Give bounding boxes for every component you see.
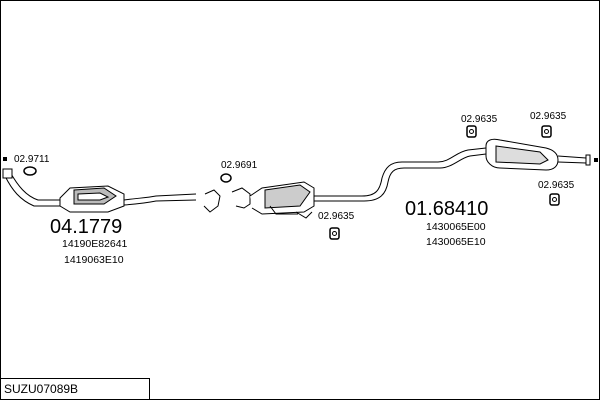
part-code-rear-mount-right: 02.9635 xyxy=(530,111,567,122)
rubber-hanger-centre xyxy=(329,227,340,240)
part-code-rear-mount-lower: 02.9635 xyxy=(538,180,575,191)
part-code-gasket: 02.9691 xyxy=(221,160,258,171)
rubber-hanger-rear-left xyxy=(466,125,477,138)
gasket-ring xyxy=(220,173,232,183)
rubber-hanger-rear-right xyxy=(541,125,552,138)
catalyst-ref-2: 1419063E10 xyxy=(64,254,124,266)
part-code-front-mount: 02.9711 xyxy=(14,154,50,165)
catalyst-ref-1: 14190E82641 xyxy=(62,238,128,250)
part-code-rear-silencer: 01.68410 xyxy=(405,198,488,220)
rubber-hanger-rear-lower xyxy=(549,193,560,206)
part-code-catalyst: 04.1779 xyxy=(50,216,122,238)
intermediate-pipe-front xyxy=(123,193,197,206)
vehicle-code-label: SUZU07089B xyxy=(0,378,150,399)
rear-silencer-ref-1: 1430065E00 xyxy=(426,221,486,233)
centre-silencer xyxy=(249,181,315,219)
part-code-rear-mount-left: 02.9635 xyxy=(461,114,498,125)
intermediate-pipe-rear xyxy=(314,147,487,202)
rear-silencer-ref-2: 1430065E10 xyxy=(426,236,486,248)
catalytic-converter xyxy=(59,185,125,213)
rear-silencer xyxy=(485,138,598,171)
flange-clamp xyxy=(203,187,251,213)
rubber-ring-front xyxy=(23,166,37,176)
part-code-centre-mount: 02.9635 xyxy=(318,211,355,222)
front-pipe xyxy=(2,157,62,207)
